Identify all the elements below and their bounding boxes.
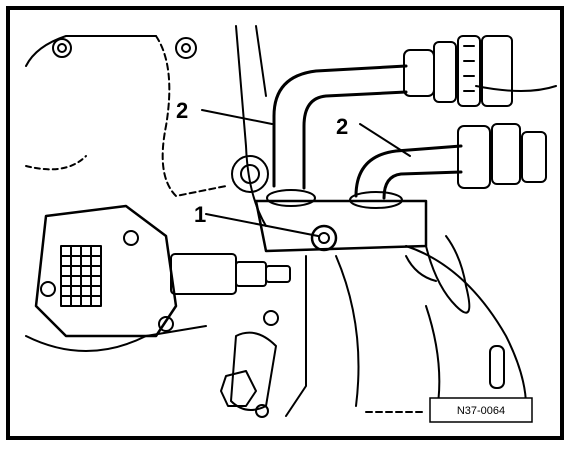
- casting-lower-edge: [285, 255, 307, 417]
- casting-dashed-left: [25, 155, 87, 171]
- pipe-left-inner: [302, 90, 408, 190]
- casting-outline-bottom-left: [25, 325, 207, 352]
- pipe-right-fitting: [457, 125, 491, 189]
- casting-outline-top-left: [25, 35, 157, 67]
- bolt-lower-2: [255, 404, 269, 418]
- engine-pipe-diagram: 1 2 2 N37-0064: [6, 6, 564, 440]
- bolt-top-center-center: [181, 43, 191, 53]
- diagram-border: [6, 6, 564, 440]
- wire-segment: [405, 255, 437, 282]
- hex-nut-lower: [220, 370, 257, 407]
- reference-code-box: [429, 397, 533, 423]
- casting-dashed-outline: [155, 35, 227, 197]
- bolt-top-center: [175, 37, 197, 59]
- pipe-right-connector-1: [491, 123, 521, 185]
- casting-edge-vertical-2: [255, 25, 267, 97]
- module-screw-bottom: [158, 316, 174, 332]
- module-screw-left: [40, 281, 56, 297]
- pin-right: [489, 345, 505, 389]
- module-screw-top: [123, 230, 139, 246]
- pipe-left-outer: [272, 64, 408, 188]
- leader-line-1: [205, 213, 319, 237]
- pipe-right-outer: [354, 144, 463, 198]
- casting-right-curve: [405, 245, 527, 407]
- bolt-1: [310, 224, 338, 252]
- pipe-left-connector-3: [481, 35, 513, 107]
- leader-line-2-right: [359, 123, 411, 157]
- pipe-left-connector-2: [457, 35, 481, 107]
- bolt-top-left-center: [57, 43, 67, 53]
- bolt-1-center: [318, 232, 330, 244]
- casting-boss: [231, 155, 269, 193]
- bolt-top-left: [52, 38, 72, 58]
- bracket-collar-right: [349, 191, 403, 209]
- casting-boss-inner: [240, 164, 260, 184]
- casting-upper-right: [475, 85, 557, 92]
- leader-line-2-left: [201, 109, 273, 125]
- sensor-tip: [265, 265, 291, 283]
- callout-label-bolt: 1: [194, 202, 206, 227]
- pipe-left-connector-1: [433, 41, 457, 103]
- pipe-right-inner: [382, 170, 463, 200]
- callout-label-pipe-right: 2: [336, 114, 348, 139]
- casting-lower-curve: [335, 255, 360, 407]
- casting-edge-vertical: [235, 25, 267, 227]
- pipe-right-connector-2: [521, 131, 547, 183]
- bracket-collar-left: [266, 189, 316, 207]
- reference-code: N37-0064: [457, 405, 505, 417]
- callout-label-pipe-left: 2: [176, 98, 188, 123]
- wire-loop-1: [425, 235, 471, 314]
- diagram-frame: 1 2 2 N37-0064: [6, 6, 564, 440]
- bolt-lower-1: [263, 310, 279, 326]
- control-module-housing: [34, 204, 178, 338]
